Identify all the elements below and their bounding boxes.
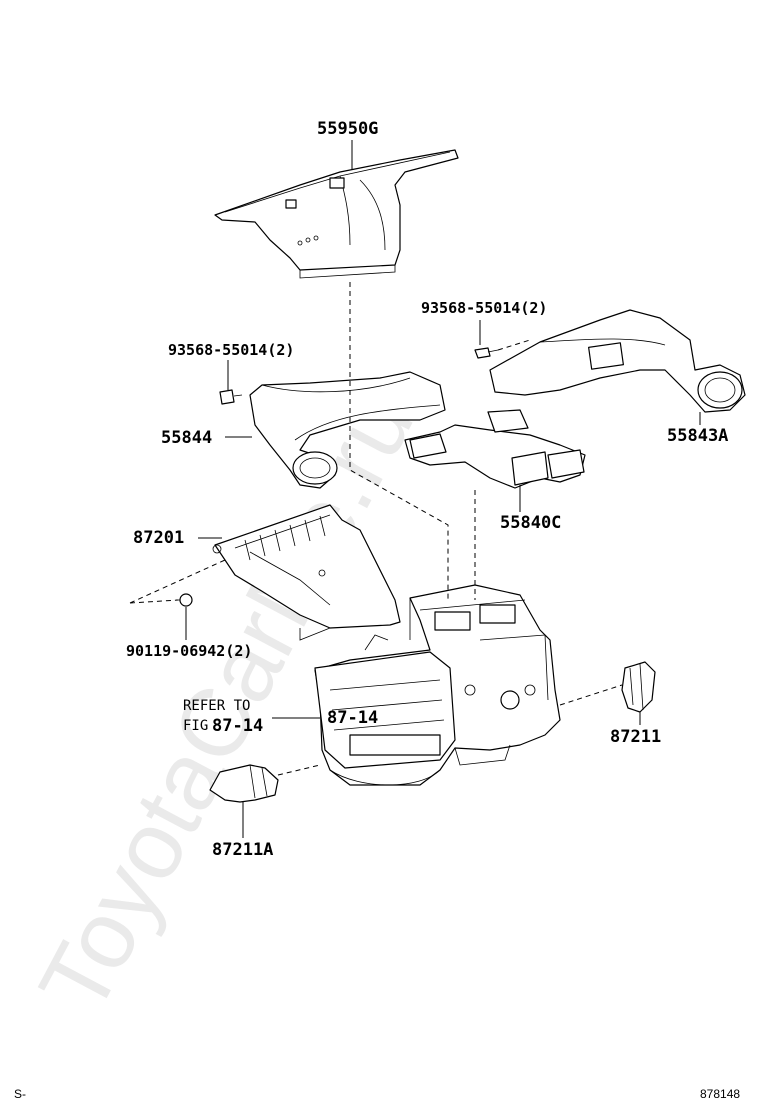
- part-55843a-drawing: [489, 309, 746, 413]
- label-87201: 87201: [133, 528, 184, 548]
- screw-drawing: [176, 593, 193, 607]
- label-87211: 87211: [610, 727, 661, 747]
- label-refer-fig-number: 87-14: [212, 716, 263, 736]
- label-refer-fig: FIG: [183, 718, 208, 734]
- label-55843a: 55843A: [667, 426, 728, 446]
- heater-unit-assembly-drawing: [314, 584, 561, 786]
- dash-screw-left: [129, 559, 226, 604]
- dash-55950g-to-unit: [349, 282, 449, 600]
- part-55840c-drawing: [404, 409, 586, 489]
- bolt-right-drawing: [474, 347, 499, 359]
- label-87211a: 87211A: [212, 840, 273, 860]
- label-bolt-left: 93568-55014(2): [168, 341, 294, 359]
- label-55840c: 55840C: [500, 513, 561, 533]
- part-87201-drawing: [212, 504, 401, 641]
- part-55950g-drawing: [214, 149, 459, 279]
- label-bolt-right: 93568-55014(2): [421, 299, 547, 317]
- dash-bolt-right: [497, 339, 531, 351]
- part-87211-drawing: [621, 661, 656, 713]
- label-55844: 55844: [161, 428, 212, 448]
- dash-87211a: [277, 764, 321, 776]
- label-87-14: 87-14: [327, 708, 378, 728]
- dash-87211: [559, 684, 623, 706]
- footer-diagram-number: 878148: [700, 1087, 740, 1101]
- part-55844-drawing: [249, 371, 446, 489]
- part-87211a-drawing: [209, 764, 279, 803]
- label-refer-to: REFER TO: [183, 698, 250, 714]
- label-screw: 90119-06942(2): [126, 642, 252, 660]
- footer-left-code: S-: [14, 1087, 26, 1101]
- bolt-left-drawing: [219, 389, 243, 405]
- label-55950g: 55950G: [317, 119, 378, 139]
